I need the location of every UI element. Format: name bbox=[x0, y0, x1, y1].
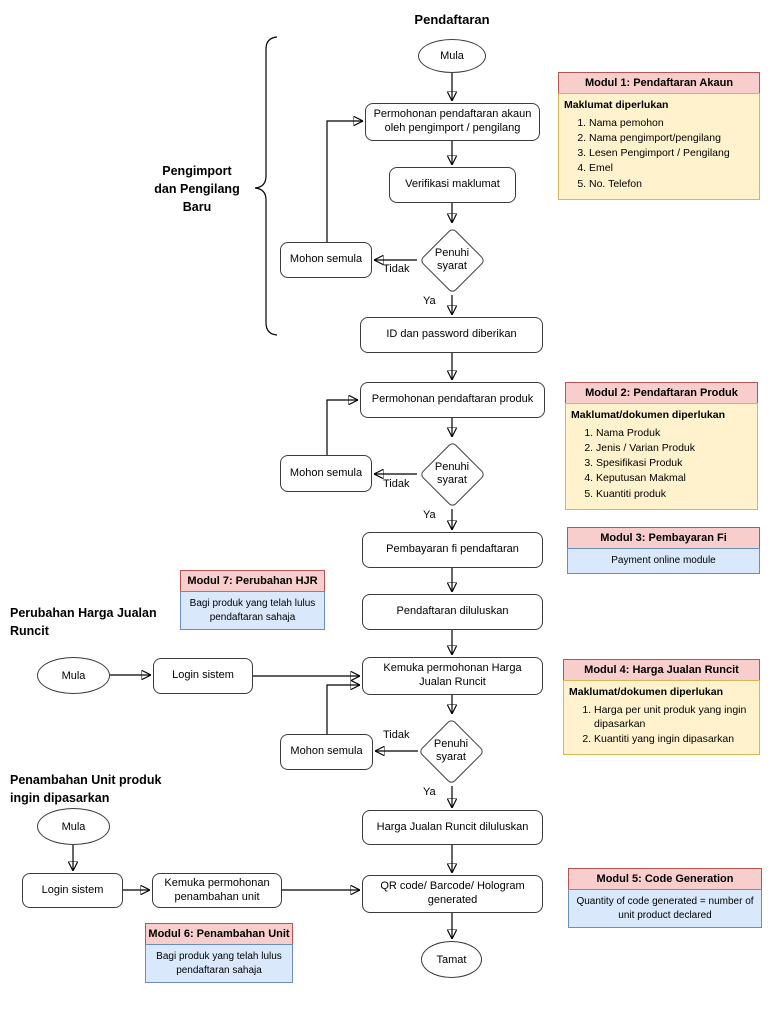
module-5-code-generation: Modul 5: Code Generation Quantity of cod… bbox=[568, 868, 762, 928]
module-item-list: Harga per unit produk yang ingin dipasar… bbox=[564, 704, 759, 746]
module-6-penambahan-unit: Modul 6: Penambahan Unit Bagi produk yan… bbox=[145, 923, 293, 983]
process-pembayaran-fi: Pembayaran fi pendaftaran bbox=[362, 532, 543, 568]
section-label-penambahan-unit: Penambahan Unit produk ingin dipasarkan bbox=[10, 773, 162, 806]
edge-label-ya-3: Ya bbox=[423, 786, 436, 798]
module-body: Maklumat/dokumen diperlukan Nama ProdukJ… bbox=[565, 403, 758, 511]
module-body: Quantity of code generated = number of u… bbox=[568, 889, 762, 928]
edge-label-tidak-1: Tidak bbox=[383, 263, 410, 275]
module-header: Modul 1: Pendaftaran Akaun bbox=[558, 72, 760, 94]
arrow-mohon2-produk-loop bbox=[326, 400, 358, 455]
section-brace bbox=[254, 36, 278, 336]
decision-penuhi-syarat-1: Penuhi syarat bbox=[417, 225, 487, 295]
edge-label-tidak-2: Tidak bbox=[383, 478, 410, 490]
module-3-pembayaran-fi: Modul 3: Pembayaran Fi Payment online mo… bbox=[567, 527, 760, 574]
process-kemuka-hjr: Kemuka permohonan Harga Jualan Runcit bbox=[362, 657, 543, 695]
process-permohonan-akaun: Permohonan pendaftaran akaun oleh pengim… bbox=[365, 103, 540, 141]
process-login-sistem-1: Login sistem bbox=[153, 658, 253, 694]
module-header: Modul 5: Code Generation bbox=[568, 868, 762, 890]
arrow-mohon3-kemukahjr-loop bbox=[326, 685, 360, 734]
process-id-password: ID dan password diberikan bbox=[360, 317, 543, 353]
decision-penuhi-syarat-3: Penuhi syarat bbox=[416, 716, 486, 786]
edge-label-ya-1: Ya bbox=[423, 295, 436, 307]
module-body: Bagi produk yang telah lulus pendaftaran… bbox=[145, 944, 293, 983]
module-subtitle: Maklumat diperlukan bbox=[564, 99, 669, 111]
decision-penuhi-syarat-2: Penuhi syarat bbox=[417, 439, 487, 509]
process-pendaftaran-diluluskan: Pendaftaran diluluskan bbox=[362, 594, 543, 630]
process-login-sistem-2: Login sistem bbox=[22, 873, 123, 908]
end-node-tamat: Tamat bbox=[421, 941, 482, 978]
module-body: Bagi produk yang telah lulus pendaftaran… bbox=[180, 591, 325, 630]
section-label-pengimport: Pengimport dan Pengilang Baru bbox=[154, 164, 240, 215]
page-title: Pendaftaran bbox=[414, 12, 490, 27]
arrow-mohon1-akaun-loop bbox=[326, 121, 363, 242]
module-subtitle: Maklumat/dokumen diperlukan bbox=[569, 686, 724, 698]
process-mohon-semula-3: Mohon semula bbox=[280, 734, 373, 770]
decision-label: Penuhi syarat bbox=[433, 737, 469, 763]
process-permohonan-produk: Permohonan pendaftaran produk bbox=[360, 382, 545, 418]
module-body: Maklumat/dokumen diperlukan Harga per un… bbox=[563, 680, 760, 756]
module-subtitle: Maklumat/dokumen diperlukan bbox=[571, 409, 726, 421]
module-4-harga-jualan-runcit: Modul 4: Harga Jualan Runcit Maklumat/do… bbox=[563, 659, 760, 756]
module-header: Modul 4: Harga Jualan Runcit bbox=[563, 659, 760, 681]
module-header: Modul 3: Pembayaran Fi bbox=[567, 527, 760, 549]
decision-label: Penuhi syarat bbox=[434, 246, 470, 272]
module-header: Modul 7: Perubahan HJR bbox=[180, 570, 325, 592]
module-2-pendaftaran-produk: Modul 2: Pendaftaran Produk Maklumat/dok… bbox=[565, 382, 758, 511]
process-verifikasi-maklumat: Verifikasi maklumat bbox=[389, 167, 516, 203]
edge-label-ya-2: Ya bbox=[423, 509, 436, 521]
module-item-list: Nama ProdukJenis / Varian ProdukSpesifik… bbox=[566, 427, 757, 501]
module-item-list: Nama pemohonNama pengimport/pengilangLes… bbox=[559, 117, 759, 191]
module-7-perubahan-hjr: Modul 7: Perubahan HJR Bagi produk yang … bbox=[180, 570, 325, 630]
module-body: Maklumat diperlukan Nama pemohonNama pen… bbox=[558, 93, 760, 201]
module-body: Payment online module bbox=[567, 548, 760, 574]
section-label-perubahan-hjr: Perubahan Harga Jualan Runcit bbox=[10, 606, 157, 639]
module-header: Modul 2: Pendaftaran Produk bbox=[565, 382, 758, 404]
start-node-perubahan-hjr: Mula bbox=[37, 657, 110, 694]
process-mohon-semula-2: Mohon semula bbox=[280, 455, 372, 492]
process-kemuka-penambahan-unit: Kemuka permohonan penambahan unit bbox=[152, 873, 282, 908]
edge-label-tidak-3: Tidak bbox=[383, 729, 410, 741]
decision-label: Penuhi syarat bbox=[434, 460, 470, 486]
start-node-pendaftaran: Mula bbox=[418, 39, 486, 73]
start-node-penambahan-unit: Mula bbox=[37, 808, 110, 845]
process-qr-generated: QR code/ Barcode/ Hologram generated bbox=[362, 875, 543, 913]
process-mohon-semula-1: Mohon semula bbox=[280, 242, 372, 278]
module-1-pendaftaran-akaun: Modul 1: Pendaftaran Akaun Maklumat dipe… bbox=[558, 72, 760, 201]
module-header: Modul 6: Penambahan Unit bbox=[145, 923, 293, 945]
process-hjr-diluluskan: Harga Jualan Runcit diluluskan bbox=[362, 810, 543, 845]
